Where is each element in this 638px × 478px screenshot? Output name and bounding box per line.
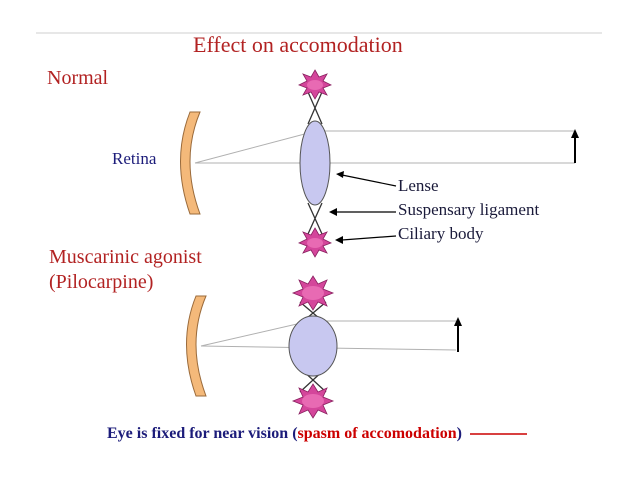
footer-highlight: spasm of accomodation bbox=[297, 425, 457, 442]
footer-suffix: ) bbox=[456, 425, 462, 442]
section-normal: Normal bbox=[47, 67, 109, 89]
normal-retina bbox=[180, 111, 201, 215]
normal-ray-diag bbox=[194, 130, 317, 164]
section-agonist-line2: (Pilocarpine) bbox=[49, 271, 154, 293]
lense-pointer bbox=[341, 174, 397, 187]
footer-note: Eye is fixed for near vision (spasm of a… bbox=[107, 425, 462, 443]
normal-ligament-bottom bbox=[307, 202, 323, 235]
normal-eye-diagram bbox=[180, 69, 579, 258]
normal-ciliary-top bbox=[298, 69, 332, 100]
suspensary-label: Suspensary ligament bbox=[398, 200, 540, 219]
agonist-retina bbox=[186, 295, 207, 397]
agonist-ciliary-bottom bbox=[291, 383, 335, 419]
ciliary-label: Ciliary body bbox=[398, 224, 484, 243]
lense-label: Lense bbox=[398, 176, 439, 195]
page-title: Effect on accomodation bbox=[193, 32, 403, 57]
agonist-object-arrowhead bbox=[454, 317, 462, 326]
normal-object-arrowhead bbox=[571, 129, 579, 138]
agonist-ciliary-top bbox=[291, 275, 335, 311]
normal-ciliary-bottom bbox=[298, 227, 332, 258]
agonist-ray-diag bbox=[200, 320, 311, 347]
agonist-lens bbox=[288, 315, 338, 377]
agonist-eye-diagram bbox=[186, 275, 462, 419]
normal-lens bbox=[299, 120, 331, 206]
normal-ligament-top bbox=[307, 91, 323, 125]
ciliary-pointer bbox=[341, 235, 397, 241]
retina-label: Retina bbox=[112, 149, 157, 168]
footer-prefix: Eye is fixed for near vision ( bbox=[107, 425, 298, 442]
section-agonist-line1: Muscarinic agonist bbox=[49, 246, 202, 268]
